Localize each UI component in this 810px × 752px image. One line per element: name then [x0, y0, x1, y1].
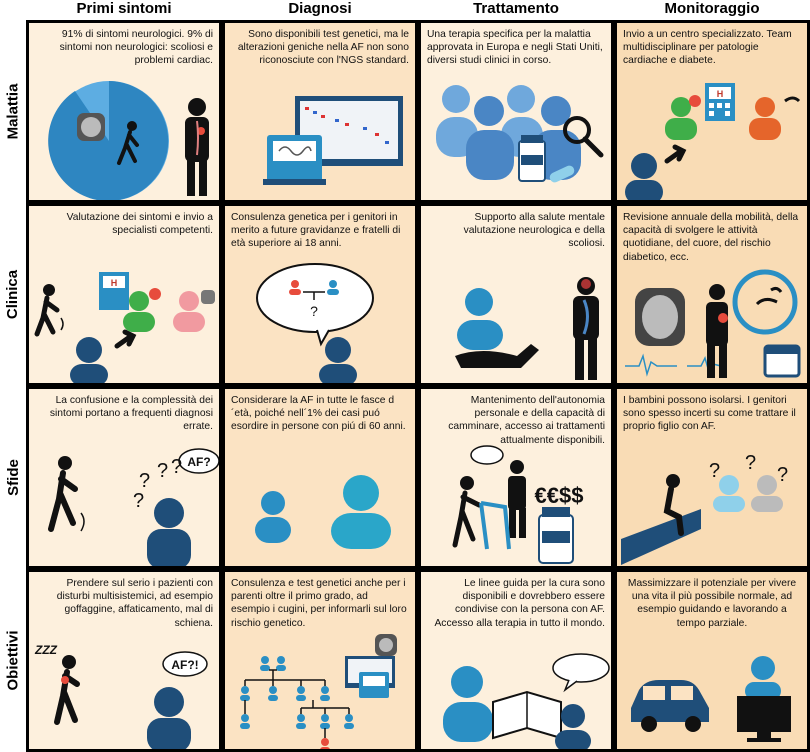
svg-text:?: ?: [133, 490, 144, 512]
cell-clinica-diagnosi: Consulenza genetica per i genitori in me…: [225, 206, 415, 383]
column-header-diagnosi: Diagnosi: [288, 0, 352, 17]
svg-text:AF?!: AF?!: [171, 658, 198, 672]
referral-icon: H: [625, 83, 801, 200]
svg-text:H: H: [717, 89, 724, 99]
svg-text:?: ?: [745, 452, 756, 474]
sequencer-icon: [263, 96, 403, 185]
family-tree-icon: [240, 634, 397, 749]
cell-clinica-primi-sintomi: Valutazione dei sintomi e invio a specia…: [29, 206, 219, 383]
svg-text:?: ?: [171, 456, 182, 478]
normal-life-icon: [631, 656, 791, 742]
age-range-icon: [255, 475, 391, 549]
cell-obiettivi-primi-sintomi: Prendere sul serio i pazienti con distur…: [29, 572, 219, 749]
svg-text:?: ?: [777, 464, 788, 486]
row-header-malattia: Malattia: [4, 83, 22, 140]
column-header-monitoraggio: Monitoraggio: [664, 0, 760, 17]
cell-text: Sono disponibili test genetici, ma le al…: [237, 29, 409, 67]
row-header-obiettivi: Obiettivi: [4, 630, 22, 691]
cell-text: Supporto alla salute mentale valutazione…: [463, 212, 605, 250]
support-icon: [455, 277, 599, 380]
cell-text: Prendere sul serio i pazienti con distur…: [56, 578, 213, 629]
cell-obiettivi-trattamento: Le linee guida per la cura sono disponib…: [421, 572, 611, 749]
svg-text:€€$$: €€$$: [535, 483, 584, 508]
cell-text: Una terapia specifica per la malattia ap…: [427, 29, 603, 67]
svg-text:ZZZ: ZZZ: [34, 643, 58, 657]
row-header-clinica: Clinica: [4, 269, 22, 320]
cell-text: 91% di sintomi neurologici. 9% di sintom…: [59, 29, 213, 67]
cell-malattia-diagnosi: Sono disponibili test genetici, ma le al…: [225, 23, 415, 200]
cell-text: Invio a un centro specializzato. Team mu…: [623, 29, 792, 67]
cell-text: Mantenimento dell'autonomia personale e …: [448, 395, 605, 446]
svg-text:?: ?: [709, 460, 720, 482]
pathway-grid: 91% di sintomi neurologici. 9% di sintom…: [26, 20, 810, 752]
cell-text: Consulenza genetica per i genitori in me…: [231, 212, 401, 250]
cell-sfide-primi-sintomi: La confusione e la complessità dei sinto…: [29, 389, 219, 566]
cell-malattia-primi-sintomi: 91% di sintomi neurologici. 9% di sintom…: [29, 23, 219, 200]
cell-clinica-trattamento: Supporto alla salute mentale valutazione…: [421, 206, 611, 383]
pie-chart-icon: [48, 81, 209, 200]
misdiagnosis-icon: AF? ? ? ? ?: [48, 448, 219, 566]
cell-text: Revisione annuale della mobilità, della …: [623, 212, 799, 263]
annual-review-icon: [625, 269, 801, 378]
svg-text:H: H: [111, 278, 118, 288]
column-header-trattamento: Trattamento: [473, 0, 559, 17]
cell-malattia-trattamento: Una terapia specifica per la malattia ap…: [421, 23, 611, 200]
cell-malattia-monitoraggio: Invio a un centro specializzato. Team mu…: [617, 23, 807, 200]
cell-clinica-monitoraggio: Revisione annuale della mobilità, della …: [617, 206, 807, 383]
cell-text: Consulenza e test genetici anche per i p…: [231, 578, 407, 629]
svg-text:?: ?: [310, 303, 318, 319]
genetic-counselling-icon: ?: [256, 263, 374, 383]
cell-text: I bambini possono isolarsi. I genitori s…: [623, 395, 796, 433]
svg-text:AF?: AF?: [187, 455, 210, 469]
column-header-primi-sintomi: Primi sintomi: [76, 0, 172, 17]
cell-obiettivi-diagnosi: Consulenza e test genetici anche per i p…: [225, 572, 415, 749]
cell-sfide-monitoraggio: I bambini possono isolarsi. I genitori s…: [617, 389, 807, 566]
care-guidelines-icon: [443, 653, 610, 749]
research-group-icon: [436, 85, 604, 183]
isolation-icon: ? ? ?: [621, 452, 788, 565]
multisystem-symptoms-icon: ZZZ AF?!: [34, 643, 208, 749]
cell-sfide-trattamento: Mantenimento dell'autonomia personale e …: [421, 389, 611, 566]
svg-text:?: ?: [157, 460, 168, 482]
row-header-sfide: Sfide: [4, 459, 22, 496]
cell-text: Considerare la AF in tutte le fasce d´et…: [231, 395, 406, 433]
cell-obiettivi-monitoraggio: Massimizzare il potenziale per vivere un…: [617, 572, 807, 749]
cell-text: Massimizzare il potenziale per vivere un…: [627, 578, 797, 629]
cell-text: La confusione e la complessità dei sinto…: [49, 395, 213, 433]
svg-text:?: ?: [139, 470, 150, 492]
cell-text: Valutazione dei sintomi e invio a specia…: [66, 212, 213, 237]
autonomy-icon: €€$$: [452, 445, 584, 564]
cell-text: Le linee guida per la cura sono disponib…: [434, 578, 605, 629]
symptom-assessment-icon: H: [34, 272, 215, 383]
cell-sfide-diagnosi: Considerare la AF in tutte le fasce d´et…: [225, 389, 415, 566]
